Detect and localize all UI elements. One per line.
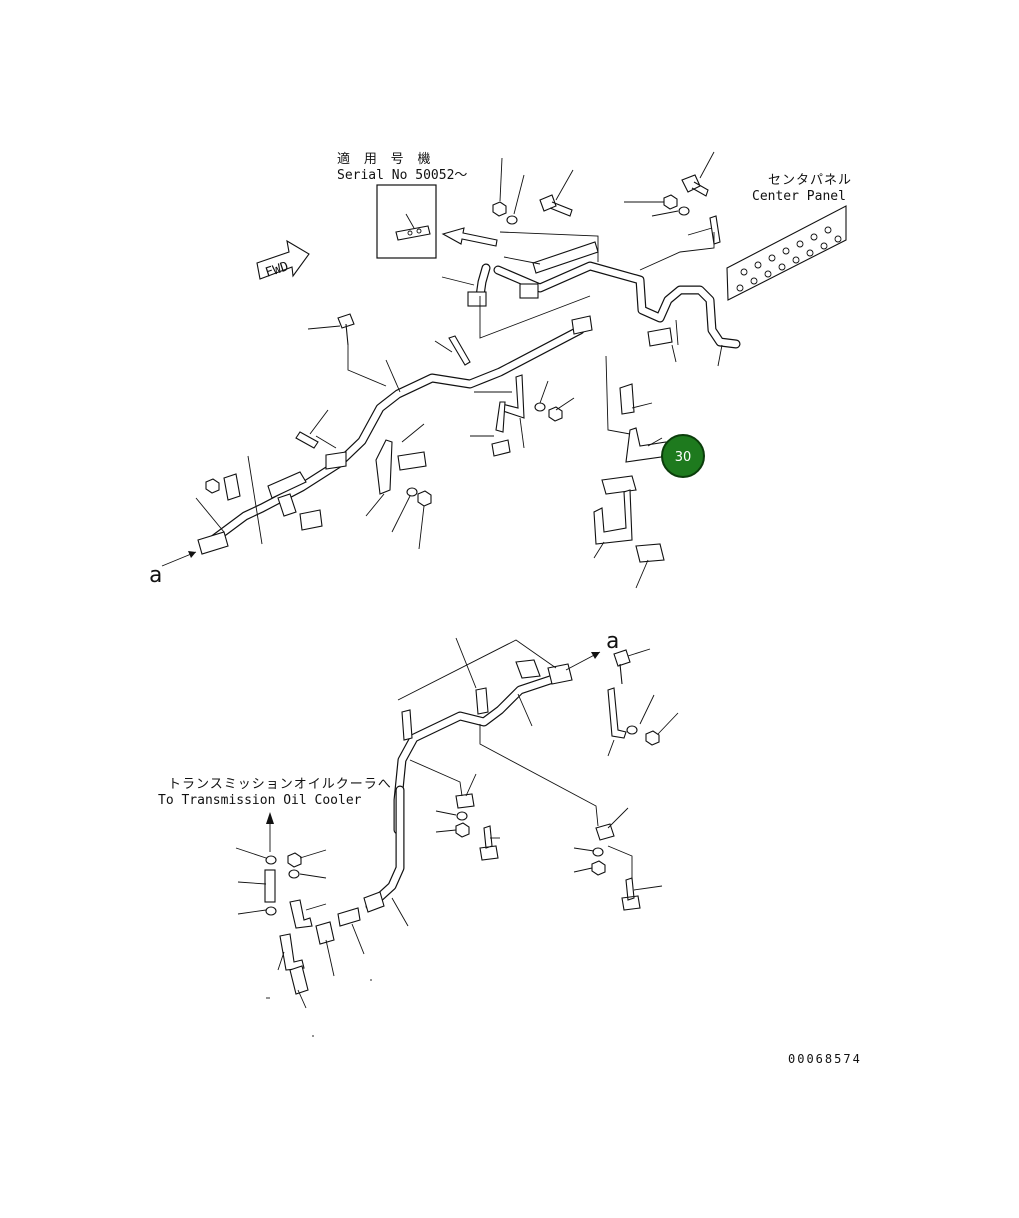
support-bracket (593, 489, 633, 545)
center-panel-label-en: Center Panel (752, 189, 846, 204)
washer (534, 402, 546, 412)
serial-inset-box (376, 184, 437, 259)
nut (645, 730, 660, 746)
bracket (709, 215, 721, 245)
washer (678, 206, 690, 216)
bolt (299, 509, 323, 531)
nut (455, 822, 470, 838)
washer (265, 906, 277, 916)
lower-tube-hose (365, 785, 405, 911)
bolt (397, 451, 427, 471)
bracket-plate (601, 475, 637, 495)
fwd-label: FWD (264, 259, 291, 281)
washer (265, 855, 277, 865)
nut (205, 478, 220, 494)
callout-30[interactable]: 30 (661, 434, 705, 478)
inset-arrow (441, 227, 498, 247)
u-clamp (401, 709, 413, 741)
nut (591, 860, 606, 876)
fitting (337, 907, 361, 927)
center-panel-plate (726, 205, 847, 301)
washer (456, 811, 468, 821)
transmission-label-jp: トランスミッションオイルクーラへ (168, 777, 392, 792)
fitting (267, 471, 307, 499)
upper-group-lines (347, 231, 715, 435)
washer (506, 215, 518, 225)
u-clamp (647, 327, 673, 347)
bolt (539, 194, 573, 217)
bolt (635, 543, 665, 563)
connector-a-upper: a (149, 551, 197, 588)
washer (626, 725, 638, 735)
transmission-label-en: To Transmission Oil Cooler (158, 793, 362, 808)
bracket (625, 427, 669, 463)
fitting (363, 891, 385, 913)
nut (287, 852, 302, 868)
fitting (519, 283, 539, 299)
clamp (277, 493, 297, 517)
fitting (197, 531, 229, 555)
bolt (491, 401, 511, 457)
drawing-number: 00068574 (788, 1052, 862, 1066)
nut (548, 406, 563, 422)
bracket (455, 793, 475, 809)
u-clamp (475, 687, 489, 715)
nut (492, 201, 507, 217)
connector-a-lower-label: a (606, 629, 619, 654)
bolt (613, 649, 631, 685)
u-clamp (515, 659, 541, 679)
lower-leader-lines (235, 637, 679, 1037)
lower-parts (264, 649, 660, 995)
serial-label-en: Serial No 50052～ (337, 168, 467, 183)
clamp (315, 921, 335, 945)
fitting (279, 933, 305, 971)
pipe (264, 869, 276, 903)
upper-tube-main (201, 325, 585, 550)
bracket (607, 687, 627, 739)
fitting (571, 315, 593, 335)
fitting (467, 291, 487, 307)
connector-a-lower: a (565, 629, 619, 671)
lower-group-lines (397, 639, 633, 880)
nut (663, 194, 678, 210)
u-clamp (448, 335, 471, 366)
washer (288, 869, 300, 879)
bolt (619, 383, 635, 415)
fwd-arrow: FWD (256, 239, 310, 281)
center-panel-label-jp: センタパネル (768, 173, 852, 188)
bracket (375, 439, 393, 495)
serial-label-jp: 適 用 号 機 (337, 151, 433, 167)
connector-a-upper-label: a (149, 563, 162, 588)
lower-tube-main (393, 671, 565, 835)
washer (592, 847, 604, 857)
u-clamp (295, 431, 319, 449)
bolt (621, 877, 641, 911)
upper-tube-top (475, 261, 741, 349)
upper-leader-lines (195, 151, 723, 589)
u-clamp (289, 965, 309, 995)
bolt (337, 313, 355, 346)
nut (417, 490, 432, 507)
bolt (479, 825, 499, 861)
transmission-arrow (266, 812, 274, 852)
upper-parts (197, 174, 721, 563)
bolt (681, 174, 709, 197)
bracket (595, 823, 615, 841)
fitting (547, 663, 573, 685)
fitting (325, 451, 347, 470)
callout-circle[interactable] (661, 434, 705, 478)
clamp (223, 473, 241, 501)
washer (406, 487, 418, 497)
callout-number[interactable]: 30 (675, 450, 692, 465)
bracket (289, 899, 313, 929)
